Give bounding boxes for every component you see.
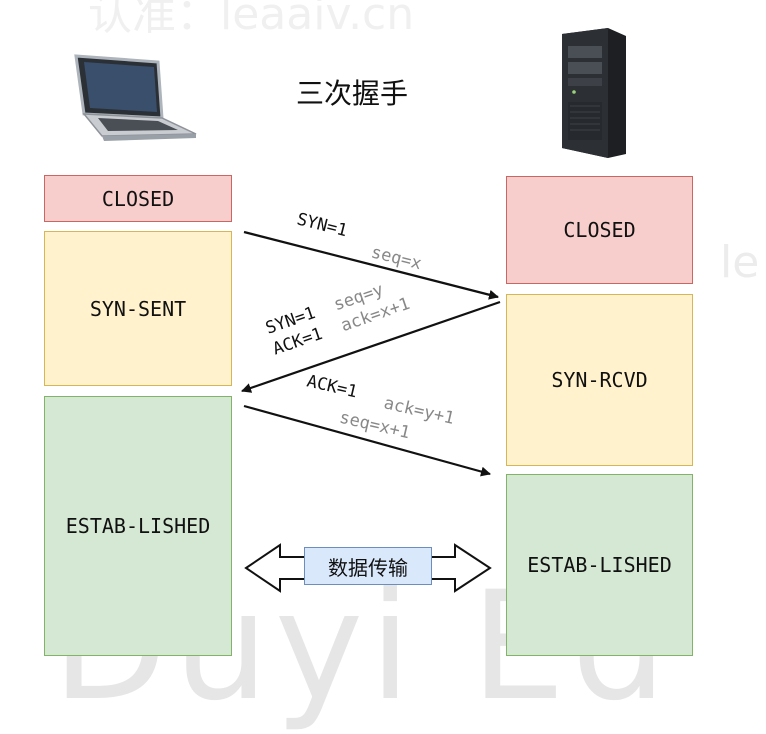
server-state-closed: CLOSED <box>506 176 693 284</box>
laptop-icon <box>74 54 197 141</box>
message-arrows: SYN=1 seq=x SYN=1 seq=y ACK=1 ack=x+1 AC… <box>241 209 501 593</box>
server-state-syn-rcvd: SYN-RCVD <box>506 294 693 466</box>
msg1-param-seq: seq=x <box>369 242 424 274</box>
syn-arrow <box>243 230 499 300</box>
data-transfer-label: 数据传输 <box>304 547 432 585</box>
syn-ack-arrow <box>241 300 501 393</box>
handshake-diagram: 认准：leaaiv.cn 认准：le Duyi Ed 三次握手 CLOSED S… <box>44 0 759 734</box>
msg3-flag-ack: ACK=1 <box>305 371 359 402</box>
watermark-top: 认准：leaaiv.cn <box>88 0 415 40</box>
client-state-established: ESTAB-LISHED <box>44 396 232 656</box>
server-state-established: ESTAB-LISHED <box>506 474 693 656</box>
ack-arrow <box>243 404 491 477</box>
server-tower-icon <box>562 28 626 158</box>
client-state-closed: CLOSED <box>44 175 232 222</box>
msg1-flag-syn: SYN=1 <box>295 209 350 241</box>
client-state-syn-sent: SYN-SENT <box>44 231 232 386</box>
diagram-title: 三次握手 <box>296 77 409 110</box>
